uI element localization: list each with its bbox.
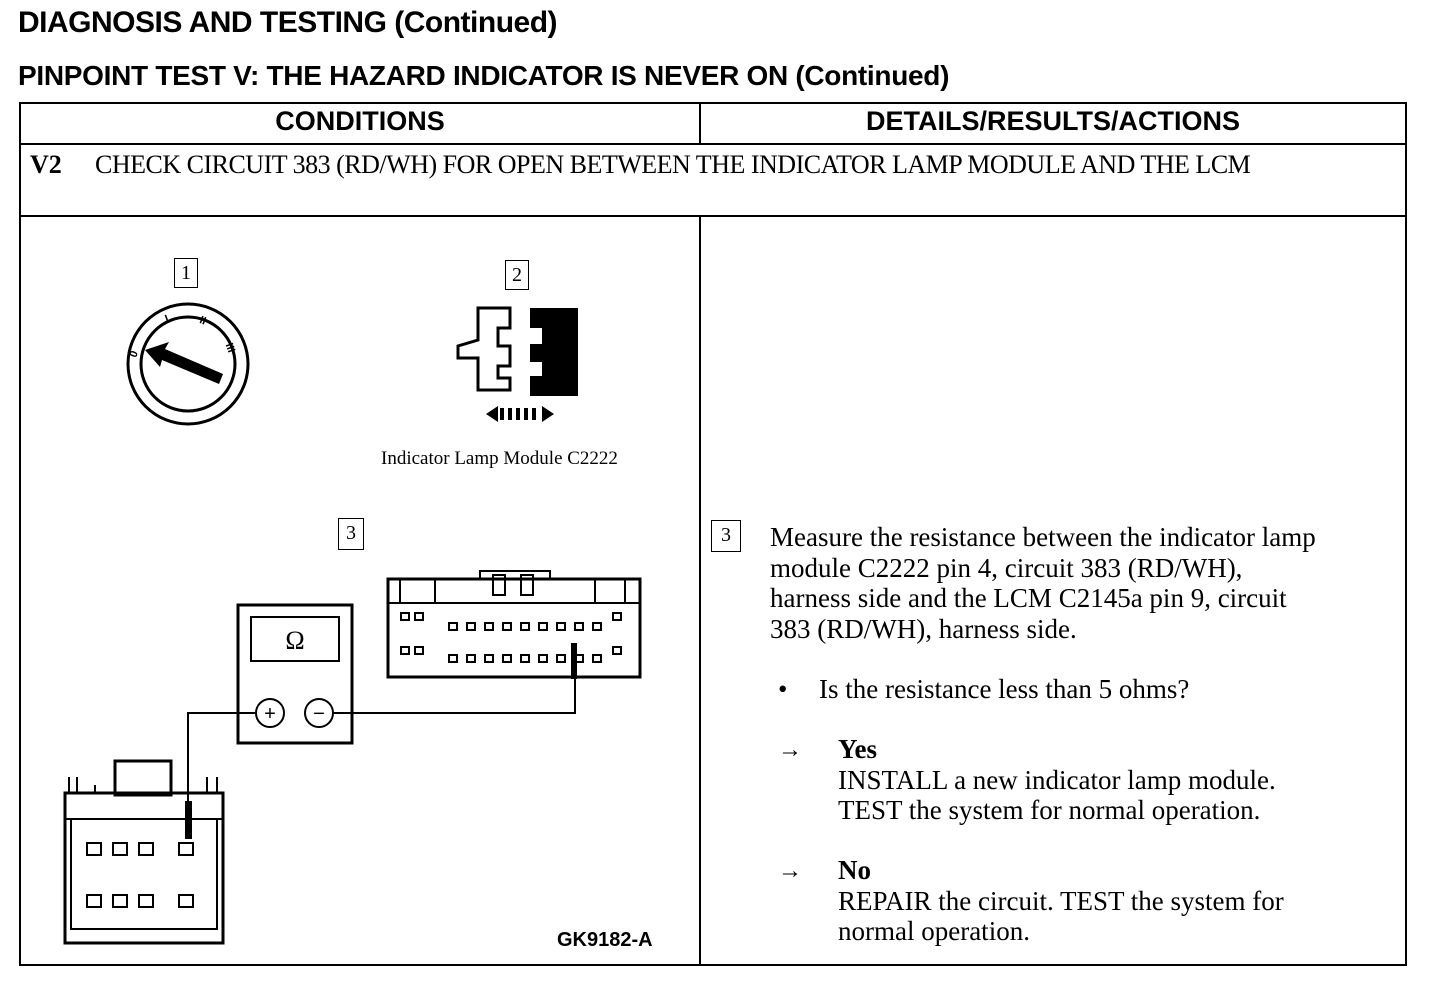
ignition-switch-icon: 0 I II III bbox=[126, 302, 250, 426]
lcm-connector-icon bbox=[386, 570, 642, 679]
no-branch: No REPAIR the circuit. TEST the system f… bbox=[838, 855, 1398, 947]
yes-branch: Yes INSTALL a new indicator lamp module.… bbox=[838, 734, 1398, 826]
yes-label: Yes bbox=[838, 734, 877, 764]
ignition-mark-1: I bbox=[163, 313, 170, 325]
figure-label-1: 1 bbox=[174, 258, 198, 288]
step-title: CHECK CIRCUIT 383 (RD/WH) FOR OPEN BETWE… bbox=[95, 150, 1251, 179]
meter-minus-terminal: − bbox=[313, 703, 325, 725]
no-line-1: REPAIR the circuit. TEST the system for bbox=[838, 885, 1284, 916]
meter-omega-symbol: Ω bbox=[285, 626, 304, 655]
column-divider-top bbox=[699, 102, 701, 144]
ignition-mark-off: 0 bbox=[128, 349, 141, 359]
measure-instruction: Measure the resistance between the indic… bbox=[770, 522, 1400, 644]
measure-line-4: 383 (RD/WH), harness side. bbox=[770, 613, 1077, 644]
measure-line-1: Measure the resistance between the indic… bbox=[770, 522, 1316, 552]
no-line-2: normal operation. bbox=[838, 916, 1030, 946]
figure-id: GK9182-A bbox=[557, 929, 653, 951]
figure-label-3: 3 bbox=[338, 518, 364, 550]
column-header-conditions: CONDITIONS bbox=[275, 106, 445, 136]
pinpoint-table bbox=[19, 102, 1407, 966]
page-title: DIAGNOSIS AND TESTING (Continued) bbox=[18, 6, 558, 39]
step-divider bbox=[19, 215, 1407, 217]
question-bullet: • bbox=[778, 674, 788, 704]
ohmmeter-diagram: Ω + − bbox=[63, 570, 642, 945]
test-title: PINPOINT TEST V: THE HAZARD INDICATOR IS… bbox=[18, 60, 950, 91]
yes-line-1: INSTALL a new indicator lamp module. bbox=[838, 764, 1276, 795]
connector-caption: Indicator Lamp Module C2222 bbox=[381, 448, 618, 469]
figure-label-2: 2 bbox=[505, 260, 529, 290]
question-text: Is the resistance less than 5 ohms? bbox=[819, 674, 1190, 704]
column-divider-body bbox=[699, 216, 701, 966]
indicator-module-connector-icon bbox=[63, 759, 225, 945]
ohmmeter-icon: Ω + − bbox=[236, 603, 354, 745]
measure-line-3: harness side and the LCM C2145a pin 9, c… bbox=[770, 583, 1287, 613]
measure-line-2: module C2222 pin 4, circuit 383 (RD/WH), bbox=[770, 552, 1243, 583]
ignition-mark-3: III bbox=[223, 342, 237, 355]
step-id: V2 bbox=[30, 150, 62, 179]
yes-arrow-icon: → bbox=[778, 737, 802, 763]
detail-step-label: 3 bbox=[711, 520, 741, 552]
column-header-details: DETAILS/RESULTS/ACTIONS bbox=[865, 106, 1240, 136]
yes-line-2: TEST the system for normal operation. bbox=[838, 795, 1261, 825]
meter-plus-terminal: + bbox=[264, 703, 276, 725]
ignition-mark-2: II bbox=[198, 314, 208, 327]
no-arrow-icon: → bbox=[778, 858, 802, 884]
disconnect-connector-icon bbox=[456, 306, 578, 422]
no-label: No bbox=[838, 855, 871, 885]
header-divider bbox=[19, 143, 1407, 145]
